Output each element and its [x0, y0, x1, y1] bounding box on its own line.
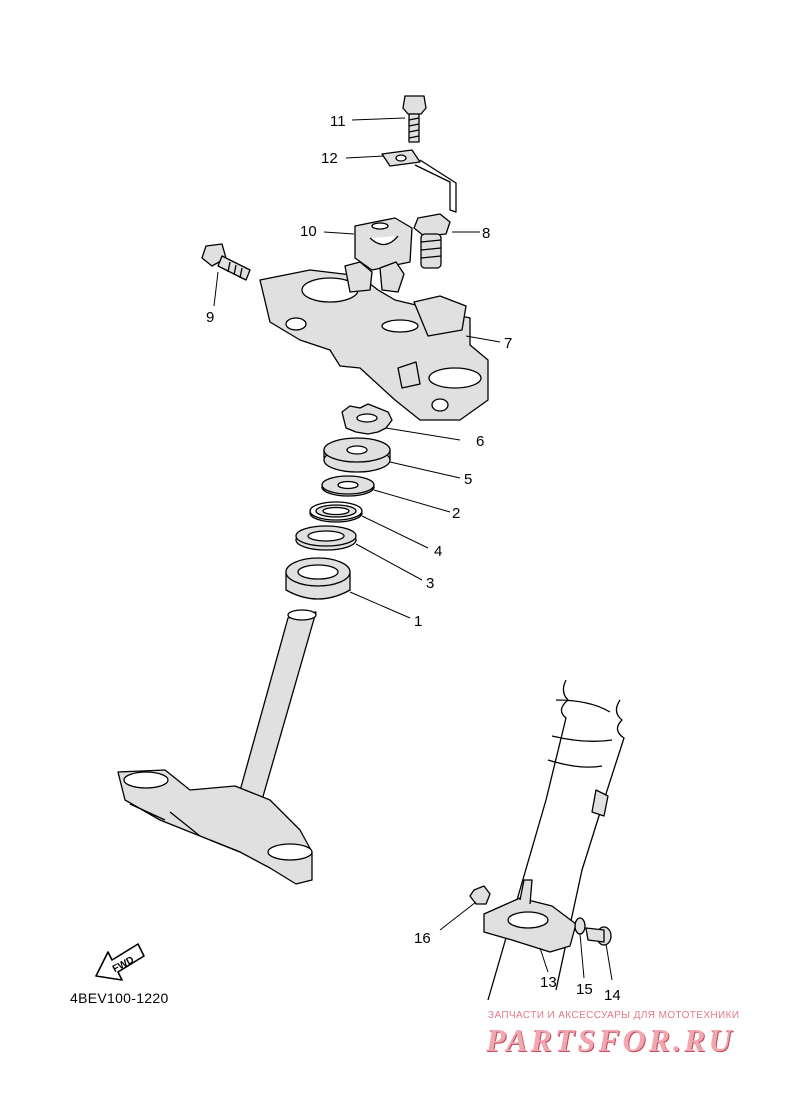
callout-7: 7 — [504, 335, 512, 352]
part-12-bracket — [381, 149, 457, 213]
callout-13: 13 — [540, 974, 557, 991]
part-3-bearing — [295, 525, 357, 551]
callout-labels: 11 12 10 8 9 7 6 5 2 4 3 1 16 13 15 14 — [206, 113, 621, 1004]
callout-4: 4 — [434, 543, 442, 560]
part-13-cable-guide — [483, 879, 577, 953]
callout-12: 12 — [321, 150, 338, 167]
part-8-bolt — [413, 213, 451, 269]
part-16-nut — [469, 885, 491, 905]
part-15-washer — [574, 917, 586, 935]
part-11-bolt — [402, 95, 427, 143]
fwd-arrow-icon — [95, 943, 145, 981]
diagram-code: 4BEV100-1220 — [70, 990, 169, 1006]
part-14-bolt — [585, 926, 612, 946]
part-10-handlebar-holder — [354, 217, 413, 271]
callout-14: 14 — [604, 987, 621, 1004]
fork-tube — [487, 679, 625, 1001]
part-2-washer — [321, 475, 375, 497]
callout-15: 15 — [576, 981, 593, 998]
callout-9: 9 — [206, 309, 214, 326]
part-4-ball-race — [309, 501, 363, 523]
callout-16: 16 — [414, 930, 431, 947]
part-1-bearing — [285, 557, 351, 600]
watermark-logo: PARTSFOR.RU — [486, 1022, 735, 1058]
leader-lines — [213, 117, 613, 981]
callout-3: 3 — [426, 575, 434, 592]
part-7-upper-bracket — [259, 261, 489, 421]
callout-11: 11 — [330, 113, 346, 130]
callout-10: 10 — [300, 223, 317, 240]
part-6-ring-nut — [341, 403, 393, 435]
under-bracket-steering-stem — [117, 609, 317, 885]
callout-8: 8 — [482, 225, 490, 242]
part-5-cover — [323, 437, 391, 473]
part-9-bolt — [201, 243, 251, 281]
watermark-tagline: ЗАПЧАСТИ И АКСЕССУАРЫ ДЛЯ МОТОТЕХНИКИ — [488, 1010, 740, 1021]
callout-6: 6 — [476, 433, 484, 450]
callout-1: 1 — [414, 613, 422, 630]
callout-2: 2 — [452, 505, 460, 522]
callout-5: 5 — [464, 471, 472, 488]
